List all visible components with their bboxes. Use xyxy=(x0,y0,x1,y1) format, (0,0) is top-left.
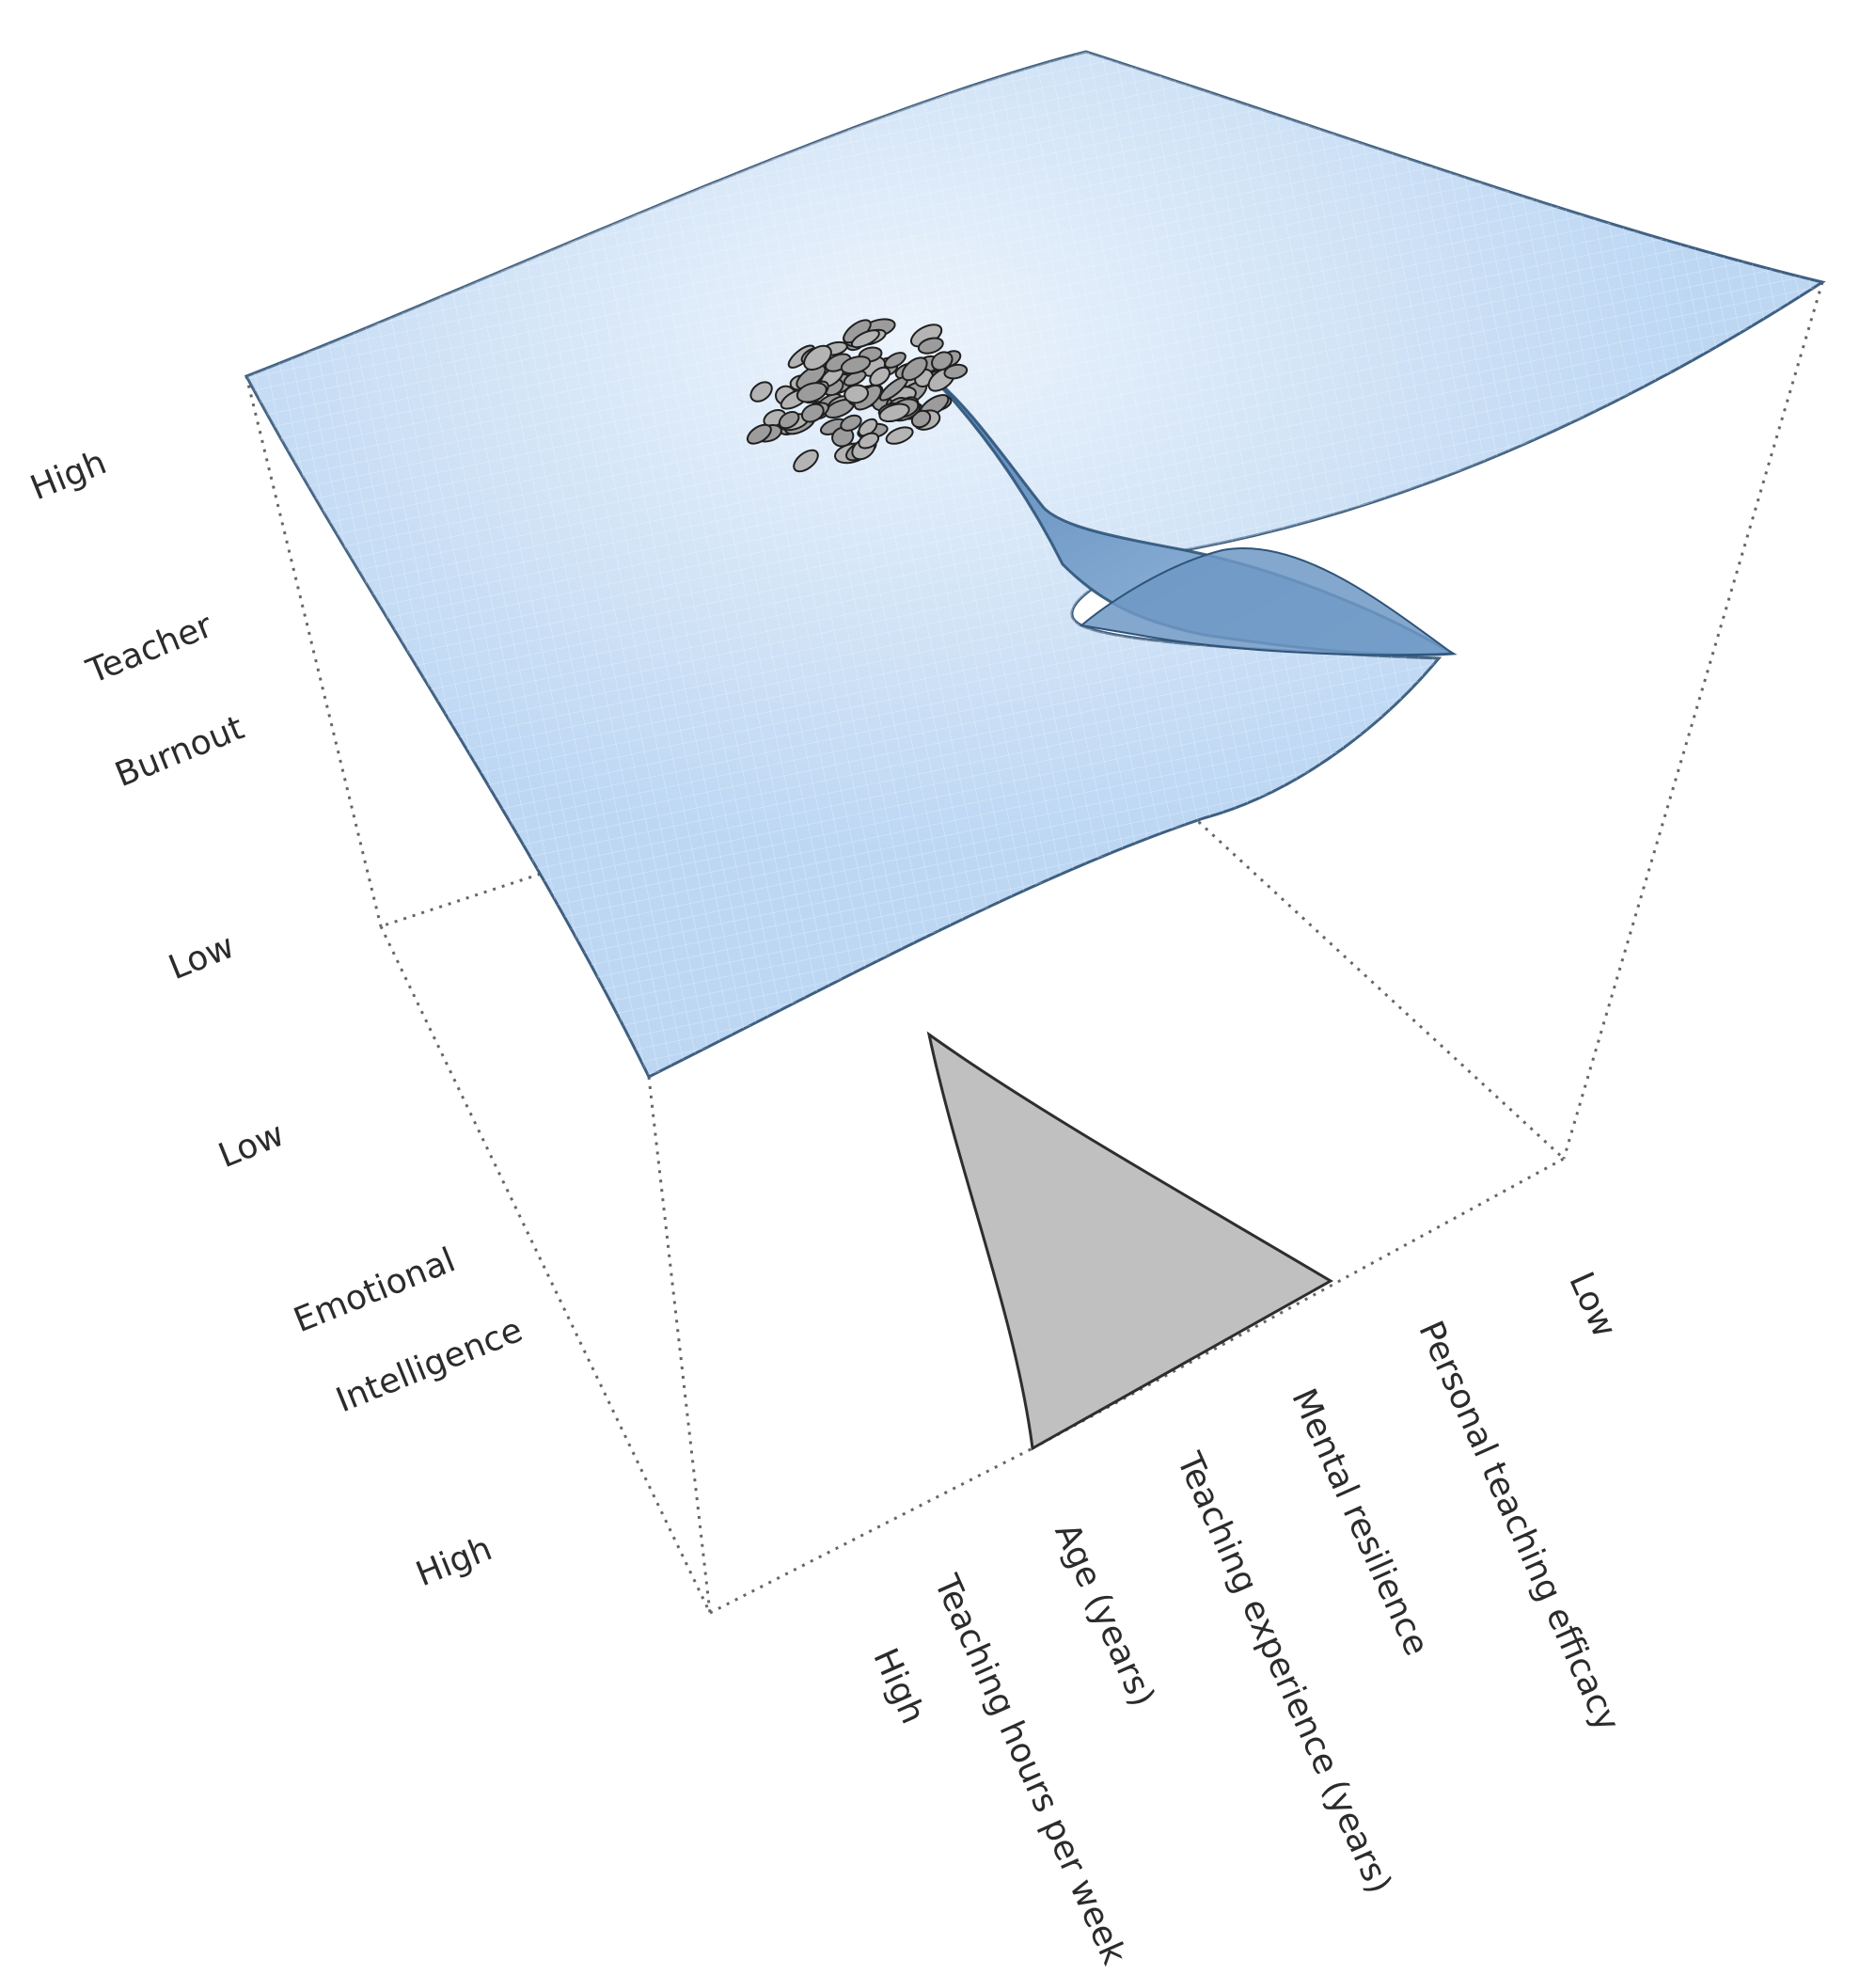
respondent-point xyxy=(878,403,910,423)
respondent-cluster xyxy=(746,318,969,473)
cube-edge-back-left xyxy=(380,699,1068,928)
fold-lower-sheet xyxy=(1079,547,1456,656)
respondent-point xyxy=(884,352,906,369)
respondent-point xyxy=(749,381,773,403)
respondent-point xyxy=(885,426,914,445)
cube-edge-bottom-right xyxy=(1032,1157,1565,1450)
respondent-point xyxy=(746,423,772,445)
cube-edge-right-vertical xyxy=(1562,281,1824,1160)
surface-highlight xyxy=(246,52,1822,1077)
cube-edge-bottom-front xyxy=(709,1446,1033,1615)
cube-frame xyxy=(244,51,1824,1615)
respondent-point xyxy=(803,344,832,371)
respondent-point xyxy=(831,426,855,448)
respondent-point xyxy=(840,414,862,432)
respondent-point xyxy=(850,329,880,349)
cube-edge-front-vertical xyxy=(647,1076,712,1614)
respondent-point xyxy=(843,384,870,404)
respondent-point xyxy=(778,410,800,430)
respondent-point xyxy=(858,432,880,450)
respondent-point xyxy=(917,337,944,355)
bifurcation-set xyxy=(926,1031,1333,1451)
respondent-point xyxy=(796,382,828,403)
respondent-point xyxy=(931,351,954,371)
respondent-point xyxy=(793,449,819,473)
respondent-point xyxy=(901,356,928,382)
respondent-point xyxy=(869,366,891,387)
cube-edge-left-vertical xyxy=(244,375,383,927)
respondent-point xyxy=(800,403,825,423)
respondent-point xyxy=(943,363,969,380)
respondent-point xyxy=(840,356,872,375)
